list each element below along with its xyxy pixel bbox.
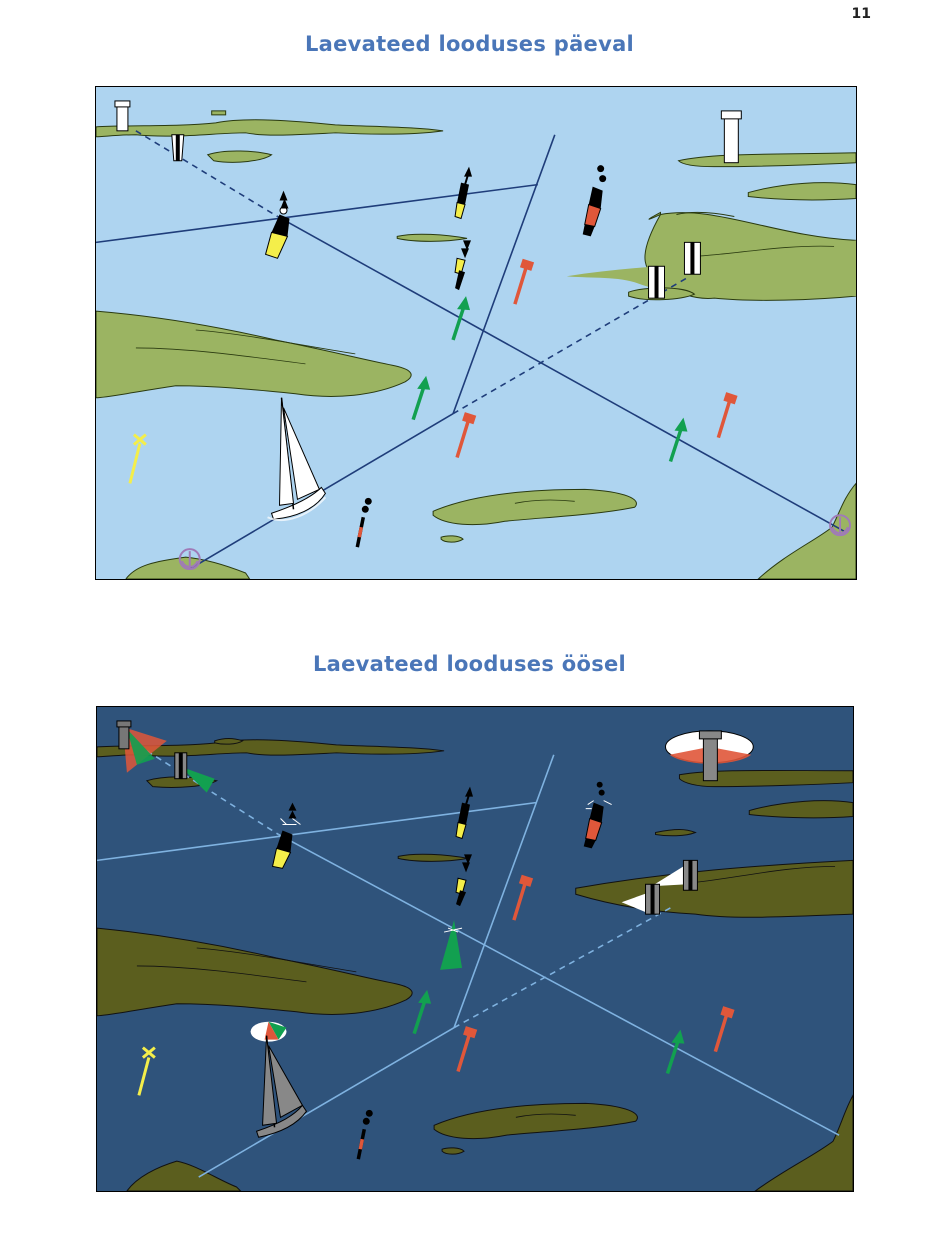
day-chart-panel (95, 86, 857, 580)
leading-mark-icon (648, 265, 666, 299)
south-island (432, 488, 637, 526)
small-islet-leading (206, 150, 273, 163)
leading-mark-icon (683, 241, 701, 275)
night-fairway-lines (97, 750, 840, 1178)
south-islet (440, 535, 464, 543)
isolated-danger-icon (582, 165, 607, 237)
west-peninsula (96, 310, 412, 399)
night-chart-panel (96, 706, 854, 1192)
lighthouse-icon (720, 110, 742, 164)
lighthouse-icon (114, 100, 131, 132)
page-number: 11 (851, 6, 871, 22)
cardinal-buoy-icon (271, 802, 301, 869)
lighthouse-icon (116, 720, 167, 773)
east-island (747, 182, 856, 201)
leading-mark-icon (174, 752, 215, 793)
anchorage-icon (829, 514, 852, 537)
isolated-danger-icon (583, 781, 612, 849)
safe-water-icon (355, 497, 372, 548)
leading-mark-icon (651, 859, 698, 891)
mid-islet (396, 233, 468, 242)
north-shore-island (96, 119, 444, 138)
sailboat-icon (250, 1021, 308, 1138)
cardinal-buoy-icon (454, 166, 473, 220)
day-title: Laevateed looduses päeval (304, 32, 635, 56)
southeast-shore (757, 482, 856, 579)
leading-mark-icon (621, 883, 661, 915)
leading-mark-icon (171, 134, 185, 162)
day-land-group (96, 110, 856, 579)
night-title: Laevateed looduses öösel (312, 652, 627, 676)
special-mark-icon (137, 1046, 156, 1096)
starboard-lateral-mark-icon (440, 920, 463, 970)
anchorage-icon (178, 548, 201, 571)
cardinal-buoy-icon (454, 240, 472, 291)
cardinal-buoy-icon (455, 786, 474, 840)
cardinal-buoy-icon (264, 190, 290, 259)
safe-water-icon (356, 1109, 373, 1160)
cardinal-buoy-icon (455, 854, 473, 907)
lighthouse-icon (664, 730, 754, 782)
sailboat-icon (267, 397, 327, 522)
